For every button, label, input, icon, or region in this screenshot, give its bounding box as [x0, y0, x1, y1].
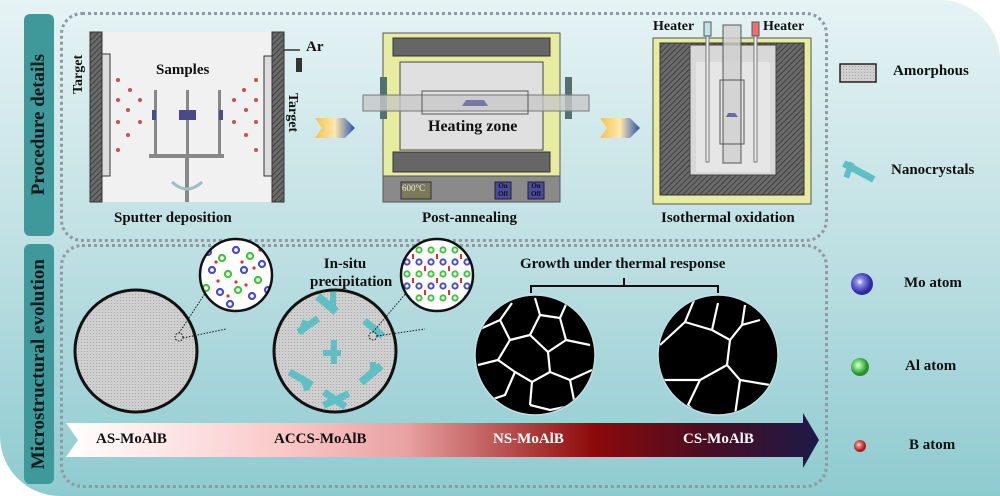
target-left-label: Target: [71, 54, 86, 94]
amorphous-legend-label: Amorphous: [893, 63, 969, 79]
target-left-plate: [89, 31, 103, 203]
amorphous-atom-zoom: [200, 239, 272, 311]
power-switch-1: [494, 181, 512, 200]
nanocrystal-legend-icon: [842, 160, 876, 183]
nanocrystals-legend-label: Nanocrystals: [891, 162, 975, 178]
samples-label: Samples: [156, 62, 210, 78]
evolution-arrow: [66, 413, 819, 468]
ns-moalb-circle: [474, 294, 596, 416]
sputter-chamber: [89, 31, 302, 203]
nanocrystals: [287, 292, 386, 410]
stage-label-ns: NS-MoAlB: [493, 431, 564, 447]
heater-left-label: Heater: [653, 19, 695, 34]
sample-icon: [462, 100, 488, 106]
growth-label: Growth under thermal response: [520, 256, 726, 272]
isothermal-oxidation-caption: Isothermal oxidation: [661, 210, 795, 226]
section-tab-microstructure: Microstructural evolution: [24, 244, 54, 484]
precipitation-label: In-situ precipitation: [310, 255, 393, 291]
rotation-arrow-icon: [170, 180, 204, 191]
heating-zone-label: Heating zone: [428, 118, 518, 135]
heater-icon-cold: [703, 21, 712, 37]
sputter-particles: [116, 78, 258, 152]
fine-grain-boundaries: [477, 297, 593, 412]
coarse-grain-boundaries: [659, 297, 771, 414]
ar-gas-cylinder: [296, 58, 302, 72]
process-arrow-icon: [315, 118, 355, 138]
stage-label-as: AS-MoAlB: [96, 431, 167, 447]
amorphous-legend-icon: [839, 63, 877, 83]
sample-holder: [179, 110, 196, 120]
heater-right-label: Heater: [763, 19, 805, 34]
sputter-deposition-caption: Sputter deposition: [114, 210, 232, 226]
switch-1-label: On Off: [497, 182, 509, 198]
target-right-label: Target: [285, 93, 300, 133]
ar-gas-label: Ar: [306, 39, 324, 55]
target-right-plate: [271, 31, 285, 203]
temperature-readout: 600°C: [402, 183, 426, 193]
b-atom-legend-label: B atom: [909, 437, 956, 453]
al-atom-legend-label: Al atom: [905, 358, 957, 374]
oxidation-furnace: [652, 21, 812, 205]
al-atom-legend-icon: [851, 358, 869, 376]
heater-icon-hot: [751, 21, 760, 37]
crystalline-atom-zoom: [401, 239, 473, 311]
growth-bracket: [530, 278, 719, 293]
cs-moalb-circle: [657, 294, 779, 416]
power-switch-2: [527, 181, 545, 200]
section-tab-procedure: Procedure details: [24, 14, 54, 236]
post-annealing-caption: Post-annealing: [422, 210, 518, 226]
mo-atom-legend-label: Mo atom: [904, 275, 962, 291]
stage-label-accs: ACCS-MoAlB: [274, 431, 367, 447]
precipitation-label-line1: In-situ: [323, 256, 367, 272]
stage-label-cs: CS-MoAlB: [683, 431, 754, 447]
annealing-furnace: [362, 32, 590, 203]
temperature-display: [400, 181, 432, 200]
process-arrow-icon: [600, 118, 640, 138]
as-moalb-circle: [73, 288, 199, 414]
precipitation-label-line2: precipitation: [310, 274, 393, 290]
b-atom-legend-icon: [854, 440, 866, 452]
mo-atom-legend-icon: [851, 273, 873, 295]
switch-2-label: On Off: [530, 182, 542, 198]
